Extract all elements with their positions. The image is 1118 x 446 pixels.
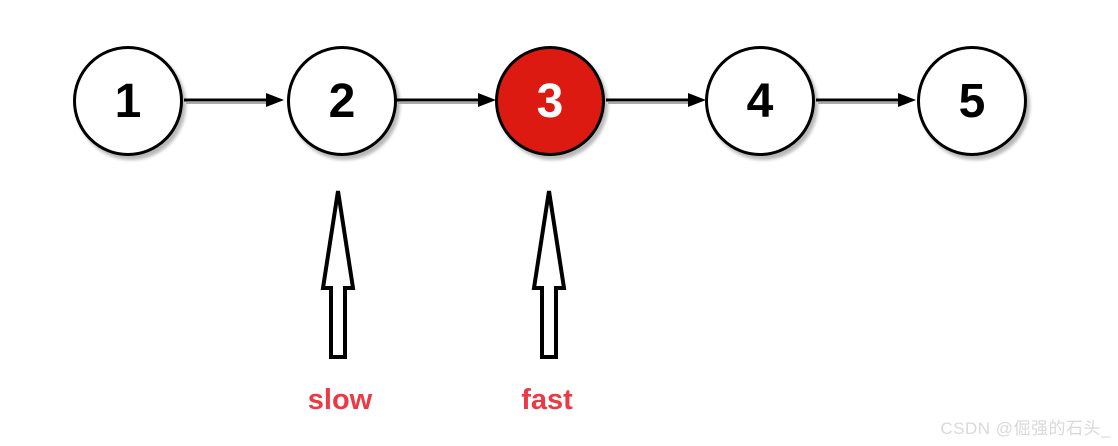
up-arrow-icon	[531, 190, 567, 359]
right-arrow-icon	[606, 93, 706, 107]
edge-arrow-4-5	[816, 90, 916, 114]
list-node-1: 1	[73, 46, 183, 156]
node-value: 3	[536, 74, 564, 128]
up-arrow-icon	[320, 190, 356, 359]
edge-arrow-3-4	[606, 90, 706, 114]
edge-arrow-2-3	[396, 90, 496, 114]
list-node-4: 4	[705, 46, 815, 156]
node-value: 4	[746, 74, 774, 128]
right-arrow-icon	[816, 93, 916, 107]
csdn-watermark: CSDN @倔强的石头_	[940, 419, 1111, 438]
slow-pointer-label: slow	[307, 384, 373, 416]
fast-pointer-label: fast	[521, 384, 573, 416]
list-node-5: 5	[917, 46, 1027, 156]
edge-arrow-1-2	[184, 90, 284, 114]
right-arrow-icon	[184, 93, 284, 107]
node-value: 1	[114, 74, 142, 128]
list-node-2: 2	[287, 46, 397, 156]
node-value: 2	[328, 74, 356, 128]
list-node-3-highlighted: 3	[495, 46, 605, 156]
fast-pointer-arrow	[531, 188, 567, 360]
node-value: 5	[958, 74, 986, 128]
right-arrow-icon	[396, 93, 496, 107]
slow-pointer-arrow	[320, 188, 356, 360]
